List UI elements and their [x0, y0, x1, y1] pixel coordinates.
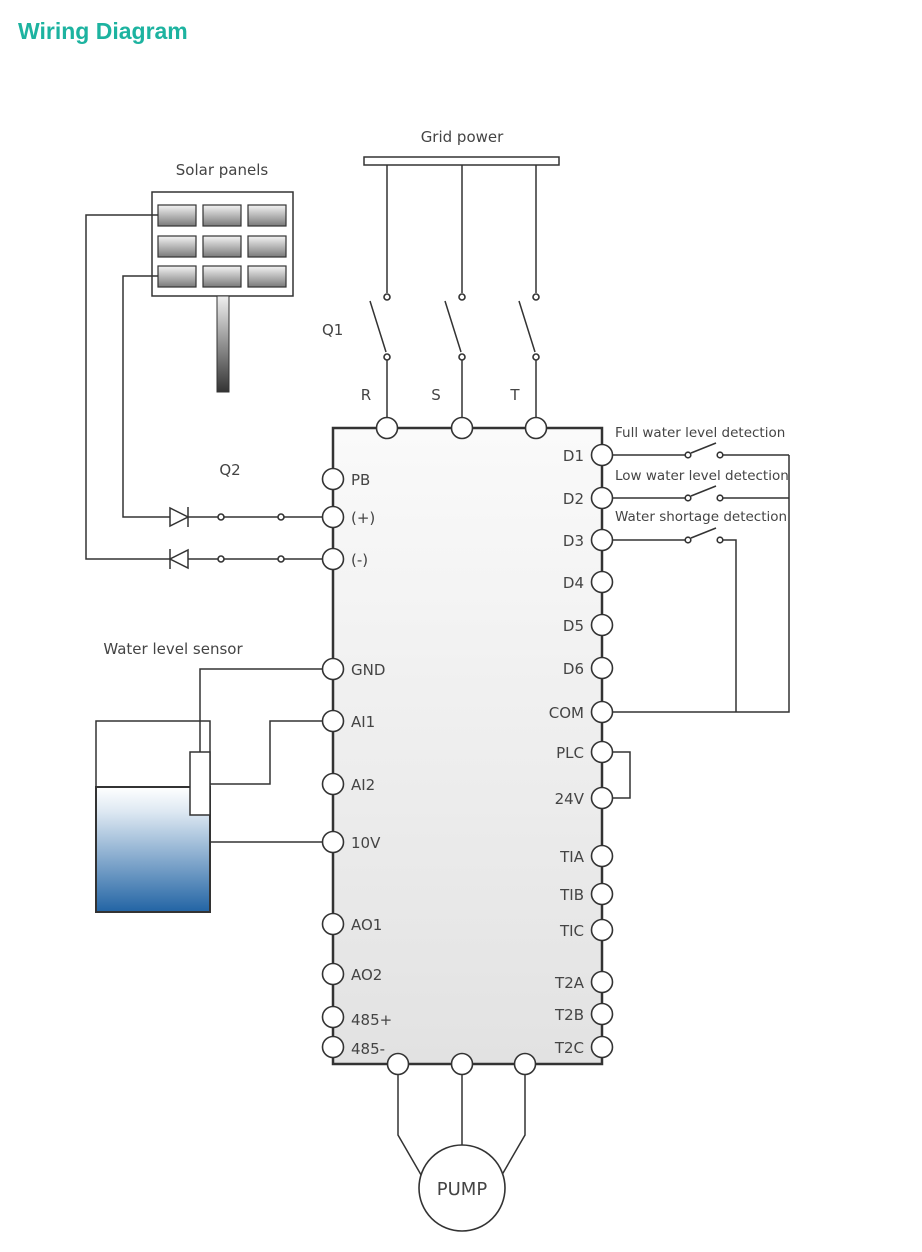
water-tank [95, 720, 211, 913]
terminal-ai1-label: AI1 [351, 713, 375, 731]
grid-power-label: Grid power [421, 128, 504, 146]
terminal-r-label: R [361, 386, 371, 404]
terminal-plus-label: (+) [351, 509, 375, 527]
gnd-wire [199, 668, 323, 752]
page-title: Wiring Diagram [18, 18, 188, 44]
pump-label: PUMP [437, 1179, 488, 1200]
ai1-wire [210, 720, 323, 785]
top-terminals: R S T [361, 386, 548, 440]
terminal-pb-label: PB [351, 471, 370, 489]
terminal-tib-label: TIB [559, 886, 584, 904]
terminal-d1-label: D1 [563, 447, 584, 465]
q2-label: Q2 [219, 461, 240, 479]
terminal-t-label: T [509, 386, 520, 404]
right-terminals: D1 D2 D3 D4 D5 D6 COM PLC 24V TIA TIB TI… [549, 443, 614, 1059]
water-shortage-detection-label: Water shortage detection [615, 509, 787, 525]
grid-bus-bar [363, 156, 560, 166]
terminal-d5-label: D5 [563, 617, 584, 635]
terminal-485p-label: 485+ [351, 1011, 392, 1029]
water-level-sensor-label: Water level sensor [103, 640, 243, 658]
terminal-ao2-label: AO2 [351, 966, 382, 984]
pump-motor [418, 1144, 506, 1232]
terminal-t2a-label: T2A [554, 974, 585, 992]
terminal-s-label: S [431, 386, 441, 404]
terminal-tia-label: TIA [559, 848, 585, 866]
q1-label: Q1 [322, 321, 343, 339]
terminal-d2-label: D2 [563, 490, 584, 508]
terminal-10v-label: 10V [351, 834, 381, 852]
terminal-minus-label: (-) [351, 551, 368, 569]
solar-panel-array [151, 191, 294, 393]
terminal-24v-label: 24V [555, 790, 585, 808]
solar-negative-wire [85, 214, 170, 560]
plc-24v-jumper [613, 751, 631, 799]
level-sensor-probe [189, 751, 211, 816]
terminal-t2b-label: T2B [554, 1006, 584, 1024]
terminal-d4-label: D4 [563, 574, 584, 592]
left-terminals: PB (+) (-) GND AI1 AI2 10V AO1 AO2 485+ … [321, 467, 392, 1059]
terminal-gnd-label: GND [351, 661, 385, 679]
terminal-tic-label: TIC [559, 922, 584, 940]
terminal-t2c-label: T2C [554, 1039, 584, 1057]
diode-positive [169, 506, 218, 528]
terminal-com-label: COM [549, 704, 584, 722]
terminal-d6-label: D6 [563, 660, 584, 678]
terminal-ai2-label: AI2 [351, 776, 375, 794]
terminal-485n-label: 485- [351, 1040, 385, 1058]
pump-wires [397, 1075, 526, 1181]
solar-panels-label: Solar panels [176, 161, 269, 179]
full-water-detection-label: Full water level detection [615, 425, 785, 441]
q1-breaker [369, 165, 540, 417]
terminal-plc-label: PLC [556, 744, 584, 762]
q2-switch [217, 513, 323, 563]
low-water-detection-label: Low water level detection [615, 468, 789, 484]
terminal-d3-label: D3 [563, 532, 584, 550]
solar-positive-wire [122, 275, 170, 518]
diode-negative [168, 548, 218, 570]
detection-switches [613, 442, 790, 713]
bottom-terminals [386, 1052, 537, 1076]
terminal-ao1-label: AO1 [351, 916, 382, 934]
